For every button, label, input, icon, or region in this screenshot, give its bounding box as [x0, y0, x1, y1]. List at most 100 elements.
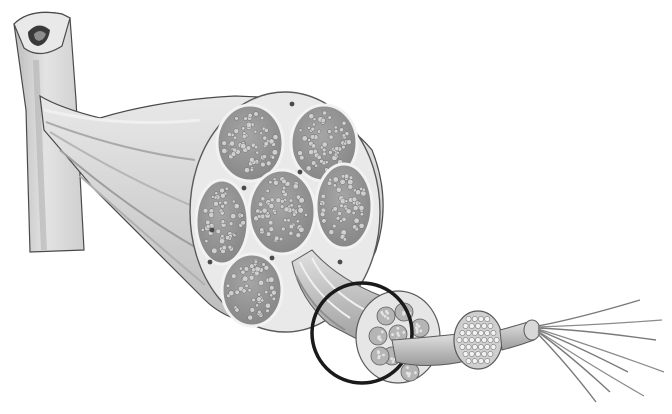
myofibril-dot — [382, 354, 385, 357]
fiber-dot — [327, 181, 332, 186]
fiber-dot — [262, 155, 266, 159]
fiber-dot — [203, 208, 208, 213]
fiber-dot — [334, 126, 337, 129]
fiber-dot — [240, 214, 244, 218]
fiber-dot — [333, 177, 338, 182]
fiber-dot — [209, 212, 214, 217]
fiber-dot — [244, 117, 248, 121]
fiber-dot — [292, 208, 295, 211]
fiber-dot — [283, 218, 287, 222]
fiber-dot — [221, 220, 225, 224]
myofibril-dot — [391, 333, 394, 336]
fiber-dot — [229, 291, 234, 296]
fiber-dot — [352, 197, 357, 202]
fiber-dot — [311, 127, 315, 131]
myofibril-dot — [488, 351, 493, 356]
fiber-dot — [228, 245, 232, 249]
fiber-dot — [293, 184, 298, 189]
myofibril-dot — [485, 316, 490, 321]
fiber-dot — [250, 308, 255, 313]
fiber-dot — [287, 219, 291, 223]
fiber-dot — [246, 122, 251, 127]
myofibril-dot — [463, 337, 468, 342]
fiber-dot — [266, 212, 269, 215]
fiber-dot — [328, 130, 332, 134]
myofibril-dot — [463, 323, 468, 328]
myofibril-dot — [407, 375, 410, 378]
fiber-dot — [263, 136, 267, 140]
fiber-dot — [235, 290, 240, 295]
myofibril-dot — [488, 323, 493, 328]
myofibril-dot — [406, 366, 409, 369]
fiber-dot — [257, 215, 261, 219]
fiber-dot — [333, 184, 337, 188]
fiber-dot — [298, 151, 303, 156]
fiber-dot — [239, 267, 242, 270]
fiber-dot — [313, 118, 316, 121]
fiber-dot — [256, 151, 259, 154]
fiber-dot — [274, 236, 279, 241]
fiber-dot — [222, 245, 227, 250]
fiber-dot — [241, 221, 246, 226]
fiber-dot — [299, 227, 304, 232]
myofibril-dot — [466, 358, 471, 363]
fiber-dot — [242, 135, 246, 139]
fiber-dot — [340, 179, 345, 184]
myofibril-dot — [406, 372, 409, 375]
fiber-dot — [320, 202, 323, 205]
fiber-dot — [233, 136, 237, 140]
fiber-dot — [219, 201, 222, 204]
myofibril-dot — [482, 351, 487, 356]
myofibril-dot — [385, 310, 388, 313]
myofibril-dot — [403, 312, 406, 315]
fiber-dot — [270, 198, 274, 202]
myofibril-dot — [397, 334, 400, 337]
myofibril-dot — [472, 330, 477, 335]
fiber-dot — [333, 207, 338, 212]
fiber-dot — [296, 220, 299, 223]
fiber-dot — [280, 199, 284, 203]
fiber-dot — [272, 297, 276, 301]
fiber-dot — [242, 276, 248, 282]
fiber-dot — [332, 224, 336, 228]
fiber-dot — [250, 168, 254, 172]
myofibril-dot — [478, 316, 483, 321]
fiber-dot — [270, 294, 273, 297]
myofibril-dot — [460, 344, 465, 349]
fiber-dot — [231, 274, 236, 279]
fiber-dot — [264, 128, 268, 132]
myofibril-dot — [419, 330, 422, 333]
fiber-dot — [336, 216, 340, 220]
fiber-dot — [338, 211, 342, 215]
fiber-dot — [258, 280, 263, 285]
fiber-dot — [348, 184, 353, 189]
myofibril-dot — [472, 358, 477, 363]
myofibril-dot — [390, 357, 393, 360]
fiber-dot — [261, 299, 264, 302]
fiber-dot — [222, 148, 227, 153]
fiber-dot — [245, 284, 249, 288]
fiber-dot — [322, 142, 327, 147]
fiber-dot — [234, 129, 239, 134]
fiber-dot — [352, 225, 356, 229]
fiber-dot — [248, 315, 253, 320]
fiber-dot — [290, 204, 294, 208]
fiber-dot — [321, 194, 325, 198]
myofibril-dot — [491, 344, 496, 349]
myofibril-dot — [466, 316, 471, 321]
fiber-dot — [299, 129, 302, 132]
fiber-dot — [359, 205, 364, 210]
fiber-dot — [234, 204, 239, 209]
fiber-dot — [272, 150, 278, 156]
fiber-dot — [254, 112, 259, 117]
myofibril-dot — [478, 358, 483, 363]
fiber-dot — [221, 234, 225, 238]
fiber-dot — [354, 218, 359, 223]
fiber-dot — [265, 303, 270, 308]
fiber-dot — [225, 187, 228, 190]
fiber-dot — [231, 152, 236, 157]
fiber-dot — [340, 204, 344, 208]
myofibril-dot — [475, 337, 480, 342]
fiber-dot — [320, 212, 325, 217]
fiber-dot — [219, 239, 224, 244]
